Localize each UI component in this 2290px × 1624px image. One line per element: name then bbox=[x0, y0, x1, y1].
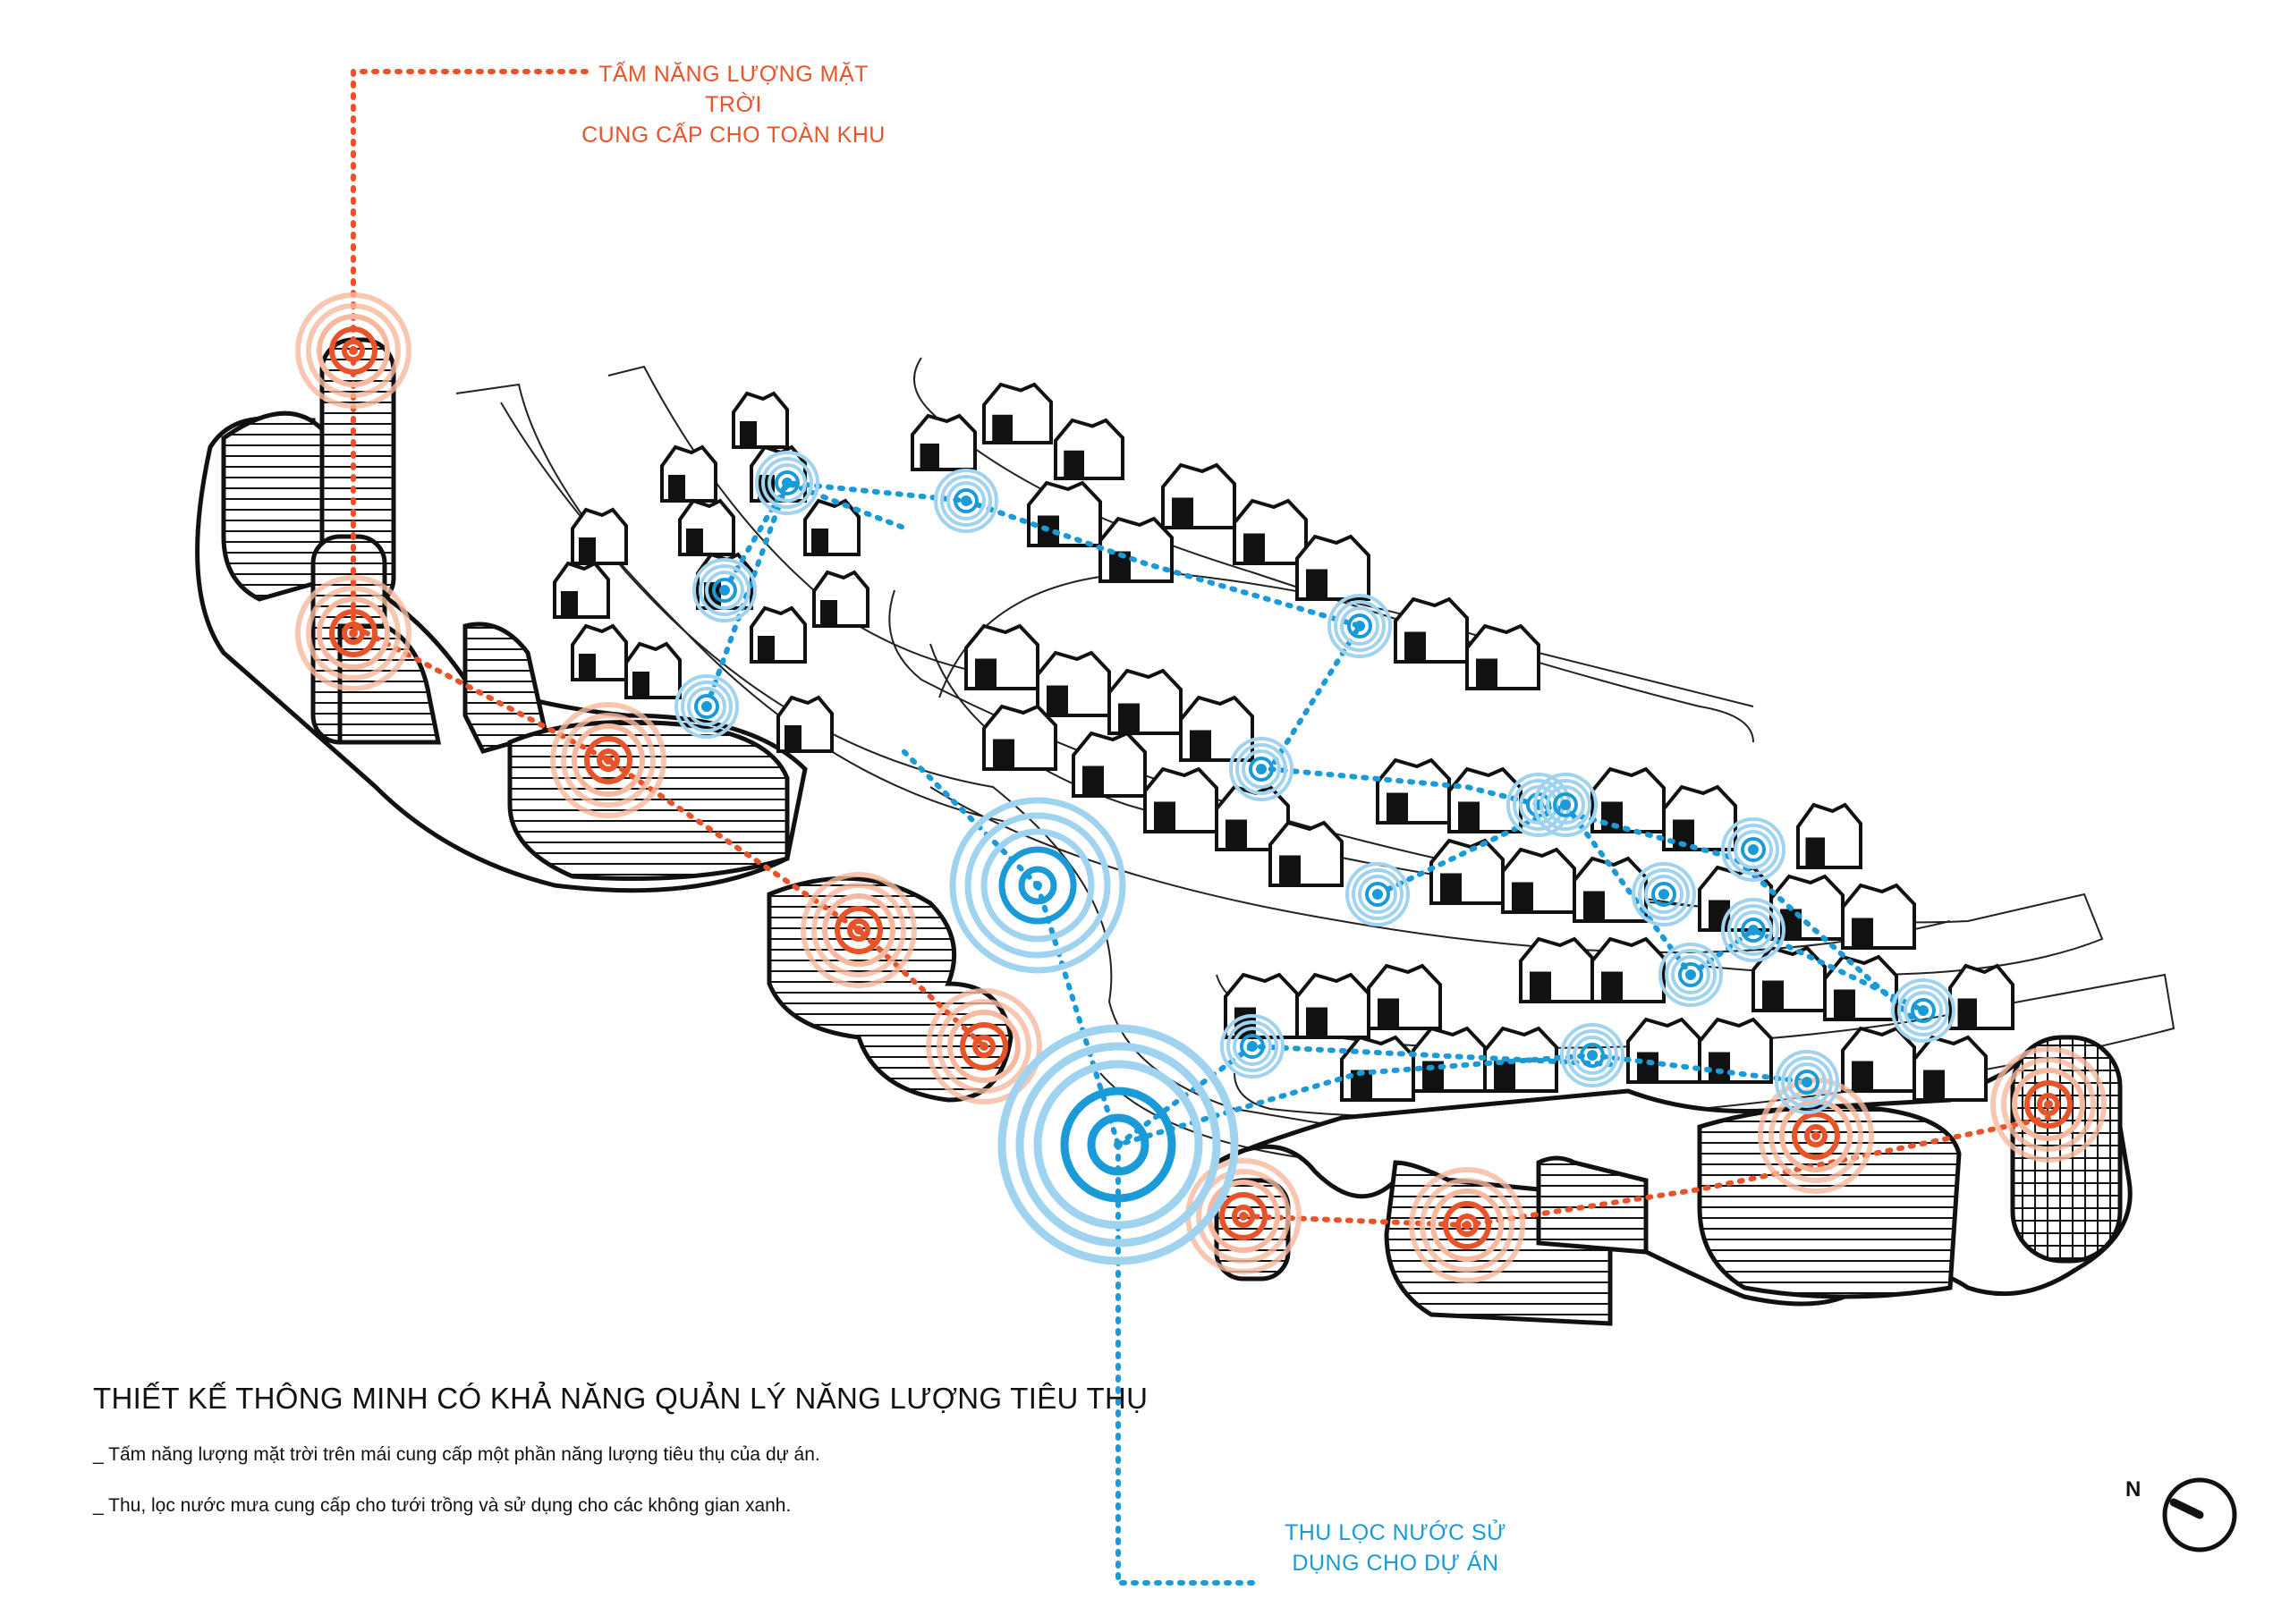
villa-block bbox=[1662, 784, 1737, 851]
villa-block bbox=[1054, 418, 1124, 480]
villa-block bbox=[1698, 1017, 1773, 1084]
compass bbox=[2162, 1477, 2237, 1552]
villa-block bbox=[1036, 650, 1111, 717]
water-ring-marker bbox=[1891, 978, 1955, 1043]
villa-block bbox=[732, 391, 789, 449]
villa-block bbox=[1376, 757, 1451, 825]
villa-block bbox=[1626, 1017, 1701, 1084]
solar-ring-marker bbox=[1409, 1167, 1525, 1283]
solar-ring-marker bbox=[1758, 1078, 1874, 1194]
villa-block bbox=[678, 498, 735, 556]
water-ring-marker bbox=[1533, 773, 1598, 837]
water-ring-marker bbox=[1327, 594, 1392, 658]
solar-ring-marker bbox=[1990, 1046, 2107, 1163]
villa-block bbox=[1394, 596, 1469, 664]
villa-block bbox=[1161, 462, 1236, 529]
water-ring-marker bbox=[755, 451, 819, 515]
legend-heading: THIẾT KẾ THÔNG MINH CÓ KHẢ NĂNG QUẢN LÝ … bbox=[93, 1382, 1149, 1415]
villa-block bbox=[1948, 963, 2014, 1030]
villa-block bbox=[553, 561, 610, 619]
villa-block bbox=[1268, 820, 1344, 887]
villa-block bbox=[750, 605, 807, 664]
villa-block bbox=[1913, 1035, 1988, 1102]
villa-block bbox=[1841, 1026, 1916, 1093]
villa-block bbox=[803, 498, 861, 556]
villa-block bbox=[571, 623, 628, 681]
villa-rows bbox=[553, 382, 2014, 1102]
villa-block bbox=[812, 570, 869, 628]
villa-block bbox=[1143, 766, 1218, 833]
villa-block bbox=[982, 704, 1057, 771]
water-ring-marker bbox=[1632, 862, 1696, 926]
villa-block bbox=[1501, 847, 1576, 914]
north-label: N bbox=[2125, 1477, 2142, 1501]
legend-note-water: _ Thu, lọc nước mưa cung cấp cho tưới tr… bbox=[93, 1495, 792, 1516]
villa-block bbox=[1107, 668, 1183, 735]
villa-block bbox=[1179, 695, 1254, 762]
water-ring-marker bbox=[1560, 1023, 1624, 1087]
villa-block bbox=[1519, 936, 1594, 1003]
water-ring-marker bbox=[949, 797, 1126, 974]
villa-block bbox=[1751, 945, 1827, 1012]
water-ring-marker bbox=[692, 558, 757, 622]
water-label-line-1: THU LỌC NƯỚC SỬ bbox=[1284, 1520, 1507, 1545]
solar-ring-marker bbox=[295, 575, 411, 691]
solar-label-line-1: TẤM NĂNG LƯỢNG MẶT TRỜI bbox=[598, 62, 869, 117]
water-ring-marker bbox=[934, 469, 998, 533]
water-ring-marker bbox=[1345, 862, 1410, 926]
villa-block bbox=[571, 507, 628, 565]
villa-block bbox=[1233, 498, 1308, 565]
villa-block bbox=[911, 413, 977, 471]
villa-block bbox=[1573, 856, 1648, 923]
villa-block bbox=[1429, 838, 1505, 905]
water-ring-marker bbox=[1775, 1050, 1839, 1114]
villa-block bbox=[1841, 883, 1916, 950]
villa-block bbox=[1590, 936, 1666, 1003]
villa-block bbox=[1465, 623, 1540, 690]
villa-block bbox=[1340, 1035, 1415, 1102]
legend-note-solar: _ Tấm năng lượng mặt trời trên mái cung … bbox=[93, 1444, 820, 1465]
villa-block bbox=[1823, 954, 1898, 1021]
solar-ring-marker bbox=[926, 988, 1042, 1104]
villa-block bbox=[1412, 1026, 1487, 1093]
water-collection-label: THU LỌC NƯỚC SỬ DỤNG CHO DỰ ÁN bbox=[1243, 1518, 1548, 1578]
solar-ring-marker bbox=[295, 292, 411, 409]
ring-markers bbox=[295, 292, 2107, 1283]
villa-block bbox=[964, 623, 1039, 690]
villa-block bbox=[1072, 731, 1147, 798]
water-ring-marker bbox=[1220, 1014, 1285, 1078]
solar-network-lines bbox=[351, 69, 2051, 1229]
water-ring-marker bbox=[1658, 943, 1723, 1007]
solar-label-line-2: CUNG CẤP CHO TOÀN KHU bbox=[581, 123, 886, 148]
solar-panel-label: TẤM NĂNG LƯỢNG MẶT TRỜI CUNG CẤP CHO TOÀ… bbox=[572, 59, 895, 150]
water-label-line-2: DỤNG CHO DỰ ÁN bbox=[1292, 1551, 1499, 1576]
villa-block bbox=[776, 695, 834, 753]
water-ring-marker bbox=[1721, 898, 1785, 962]
villa-block bbox=[1215, 784, 1290, 851]
water-ring-marker bbox=[997, 1024, 1239, 1265]
villa-block bbox=[624, 641, 682, 699]
solar-ring-marker bbox=[550, 702, 666, 818]
villa-block bbox=[1367, 963, 1442, 1030]
left-tower-complex bbox=[195, 337, 1014, 1103]
villa-block bbox=[1295, 972, 1370, 1039]
solar-ring-marker bbox=[801, 872, 917, 988]
villa-block bbox=[982, 382, 1053, 444]
villa-block bbox=[1796, 802, 1862, 869]
water-ring-marker bbox=[674, 674, 739, 739]
villa-block bbox=[1295, 534, 1370, 601]
water-ring-marker bbox=[1721, 817, 1785, 882]
villa-block bbox=[660, 444, 717, 503]
water-ring-marker bbox=[1229, 737, 1293, 801]
